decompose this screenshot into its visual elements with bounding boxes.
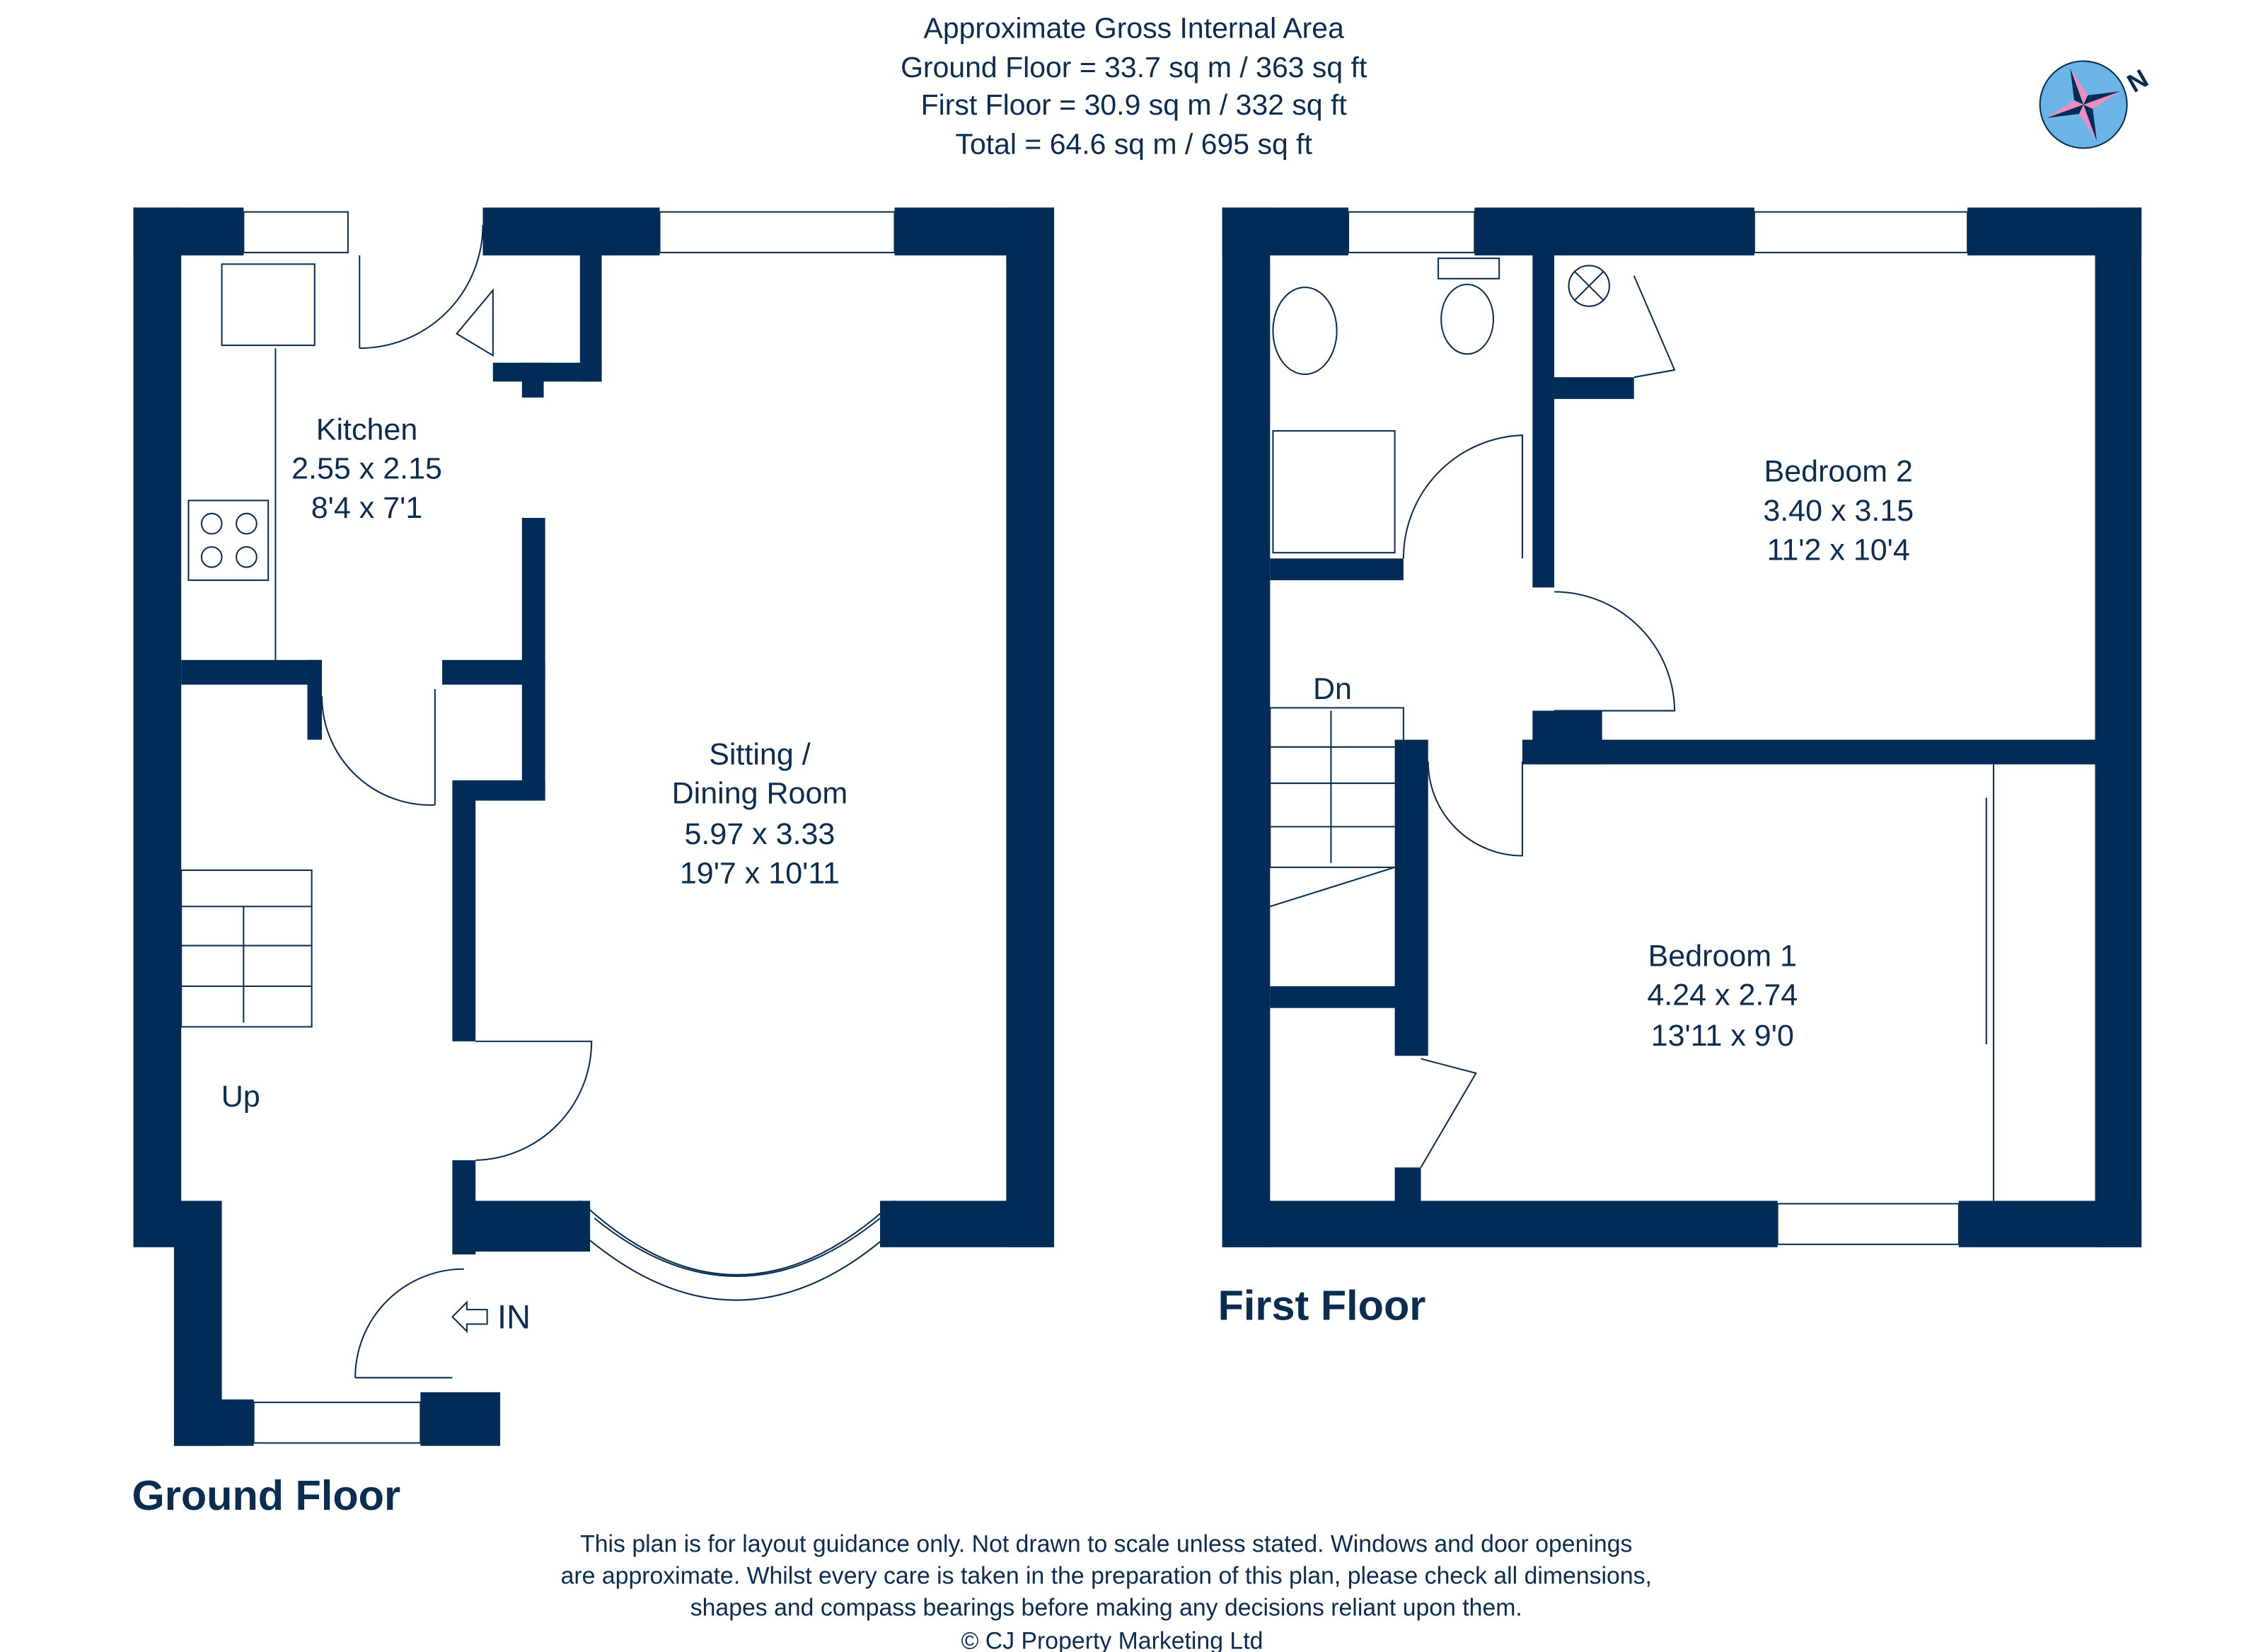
bedroom-1-metric: 4.24 x 2.74 — [1647, 978, 1798, 1012]
total-area: Total = 64.6 sq m / 695 sq ft — [955, 128, 1312, 161]
disclaimer-line: shapes and compass bearings before makin… — [690, 1594, 1522, 1621]
entrance-arrow-icon — [451, 1300, 488, 1334]
copyright: © CJ Property Marketing Ltd — [961, 1628, 1263, 1652]
compass-rose-icon — [2039, 60, 2128, 149]
disclaimer-line: are approximate. Whilst every care is ta… — [561, 1562, 1652, 1589]
first-floor-area: First Floor = 30.9 sq m / 332 sq ft — [921, 88, 1348, 121]
ground-floor-area: Ground Floor = 33.7 sq m / 363 sq ft — [901, 51, 1367, 83]
area-title: Approximate Gross Internal Area — [924, 12, 1345, 45]
bedroom-2-window — [1753, 211, 1969, 253]
bedroom-2-name: Bedroom 2 — [1764, 455, 1913, 489]
ground-floor-plan: Kitchen 2.55 x 2.15 8'4 x 7'1 Sitting / … — [132, 207, 1054, 1519]
shower-icon — [1272, 429, 1396, 554]
sitting-room-name-1: Sitting / — [709, 737, 811, 771]
bedroom-2-imperial: 11'2 x 10'4 — [1767, 533, 1910, 567]
kitchen-window — [243, 211, 349, 253]
toilet-icon — [1440, 283, 1494, 355]
kitchen-fittings — [187, 263, 316, 660]
bathroom-window — [1347, 211, 1476, 253]
sink-icon — [221, 263, 316, 347]
walls — [1222, 207, 2142, 1247]
bedroom-2-metric: 3.40 x 3.15 — [1763, 494, 1914, 528]
bedroom-1-name: Bedroom 1 — [1648, 939, 1797, 973]
first-floor-plan: Dn Bedroom 2 3.40 x 3.15 11'2 x 10'4 Bed… — [1218, 207, 2142, 1329]
doors — [1402, 275, 1995, 1201]
sitting-room-metric: 5.97 x 3.33 — [685, 817, 835, 851]
kitchen-imperial: 8'4 x 7'1 — [311, 491, 423, 525]
area-summary: Approximate Gross Internal Area Ground F… — [901, 12, 1367, 161]
first-floor-label: First Floor — [1218, 1281, 1426, 1329]
bathroom-fittings — [1272, 258, 1610, 554]
bedroom-1-imperial: 13'11 x 9'0 — [1651, 1019, 1794, 1053]
stairs-down — [1269, 707, 1404, 908]
kitchen-metric: 2.55 x 2.15 — [291, 452, 442, 486]
bay-window — [572, 1200, 900, 1301]
north-label: N — [2122, 64, 2153, 98]
sitting-room-name-2: Dining Room — [672, 777, 848, 811]
disclaimer-line: This plan is for layout guidance only. N… — [580, 1530, 1632, 1557]
walls — [133, 207, 1054, 1446]
sitting-room-imperial: 19'7 x 10'11 — [680, 856, 840, 890]
stairs-up — [180, 869, 313, 1028]
stairs-up-label: Up — [221, 1080, 260, 1114]
boiler-icon — [1568, 265, 1610, 307]
kitchen-name: Kitchen — [316, 412, 417, 446]
basin-icon — [1272, 287, 1338, 376]
sitting-room-window — [659, 211, 896, 253]
hall-window — [253, 1402, 422, 1444]
ground-floor-label: Ground Floor — [132, 1472, 401, 1519]
hob-icon — [187, 499, 270, 582]
doors — [320, 224, 593, 1379]
bedroom-1-window — [1776, 1203, 1960, 1245]
disclaimer: This plan is for layout guidance only. N… — [561, 1530, 1652, 1652]
stairs-down-label: Dn — [1313, 672, 1352, 706]
entrance-label: IN — [497, 1298, 531, 1336]
